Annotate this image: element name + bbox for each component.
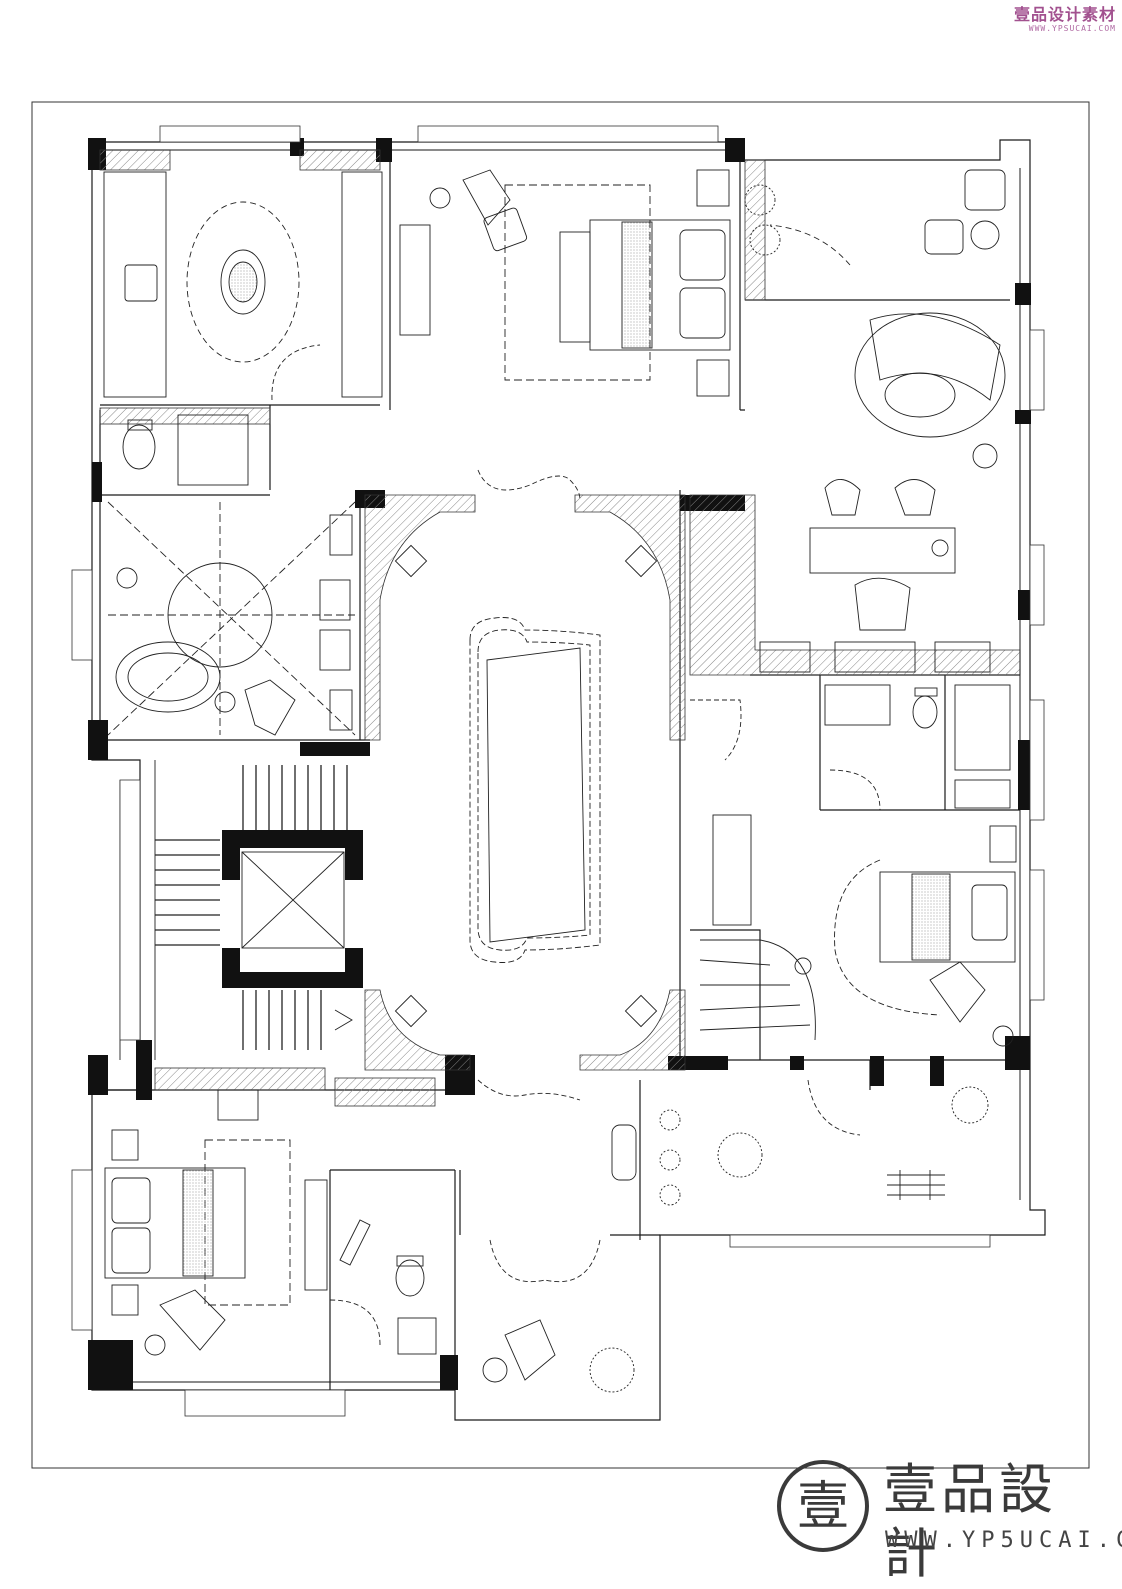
- top-watermark: 壹品设计素材 WWW.YPSUCAI.COM: [976, 6, 1116, 34]
- windows: [71, 125, 1045, 1417]
- bedroom-3: [834, 825, 1017, 1047]
- seal-char: 壹: [797, 1477, 849, 1537]
- seal-logo-icon: 壹: [777, 1460, 869, 1552]
- elevator-and-stairs: [119, 760, 353, 1060]
- brand-url: WWW.YP5UCAI.COM: [885, 1528, 1122, 1553]
- guest-bathroom: [824, 684, 1011, 811]
- spiral-stair: [699, 814, 816, 1041]
- central-atrium: [394, 469, 742, 1101]
- walk-in-closet: [103, 171, 383, 401]
- dining-area: [759, 479, 991, 673]
- bedroom-2: [104, 1089, 328, 1356]
- lounge: [744, 169, 1006, 469]
- sheet-border: [31, 101, 1090, 1469]
- lower-lounge: [482, 1124, 637, 1393]
- top-watermark-url: WWW.YPSUCAI.COM: [1028, 24, 1116, 33]
- master-bathroom: [107, 414, 356, 736]
- outer-wall: [91, 139, 1046, 1421]
- top-watermark-text: 壹品设计素材: [1013, 5, 1116, 24]
- brand-logo: 壹 壹品設計 WWW.YP5UCAI.COM: [775, 1452, 1122, 1585]
- bathroom-3: [329, 1219, 437, 1355]
- terrace: [659, 1079, 989, 1206]
- master-bedroom: [399, 169, 731, 397]
- brand-name: 壹品設計: [883, 1458, 1057, 1585]
